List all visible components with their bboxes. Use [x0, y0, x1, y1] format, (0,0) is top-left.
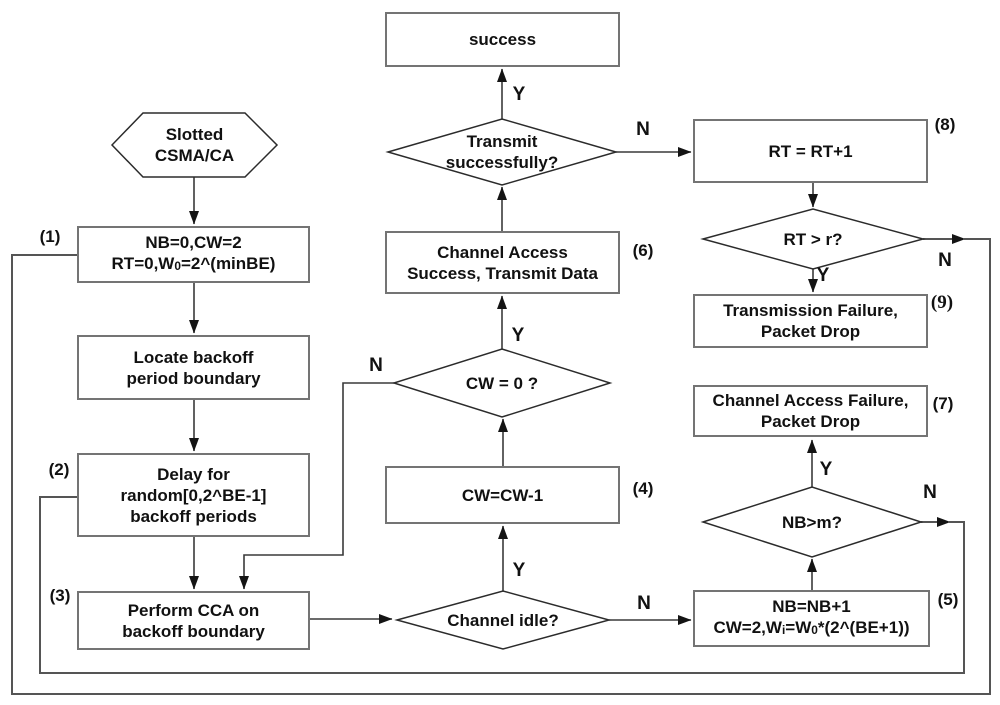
step-tag-3: (3) — [49, 586, 71, 605]
node-init: NB=0,CW=2 RT=0,W0=2^(minBE) — [77, 226, 310, 283]
node-perform-cca: Perform CCA on backoff boundary — [77, 591, 310, 650]
edge-rtq-no-loop-to-init — [11, 238, 991, 695]
node-delay-line2: random[0,2^BE-1] — [120, 485, 267, 505]
node-rt-increment: RT = RT+1 — [693, 119, 928, 183]
step-tag-9: (9) — [930, 292, 954, 313]
node-access-line2: Success, Transmit Data — [407, 263, 598, 283]
node-init-line1: NB=0,CW=2 — [145, 232, 242, 252]
step-tag-1: (1) — [39, 227, 61, 246]
node-backoff-increment: NB=NB+1 CW=2,Wi=W0*(2^(BE+1)) — [693, 590, 930, 647]
edge-cwzero-no-to-cca — [239, 382, 394, 590]
start-hexagon-shape — [110, 112, 279, 178]
step-tag-7: (7) — [932, 394, 954, 413]
node-transmission-failure: Transmission Failure, Packet Drop — [693, 294, 928, 348]
branch-idle-yes: Y — [512, 560, 526, 581]
branch-idle-no: N — [637, 593, 651, 614]
cwzero-diamond-shape — [391, 348, 613, 418]
node-delay-line3: backoff periods — [130, 506, 257, 526]
step-tag-6: (6) — [632, 241, 654, 260]
node-channel-access-failure: Channel Access Failure, Packet Drop — [693, 385, 928, 437]
step-tag-5: (5) — [937, 590, 959, 609]
step-tag-4: (4) — [632, 479, 654, 498]
branch-rt-yes: Y — [816, 265, 830, 286]
step-tag-2: (2) — [48, 460, 70, 479]
node-locate-backoff: Locate backoff period boundary — [77, 335, 310, 400]
node-delay-line1: Delay for — [157, 464, 230, 484]
node-locate-line1: Locate backoff — [133, 347, 254, 367]
node-cw-decrement: CW=CW-1 — [385, 466, 620, 524]
node-access-line1: Channel Access — [437, 242, 568, 262]
rtq-diamond-shape — [700, 208, 926, 270]
node-cwdec-label: CW=CW-1 — [461, 485, 544, 505]
branch-cw-no: N — [369, 355, 383, 376]
node-locate-line2: period boundary — [126, 368, 261, 388]
node-backoffinc-line2: CW=2,Wi=W0*(2^(BE+1)) — [713, 617, 910, 638]
node-cafail-line2: Packet Drop — [760, 412, 861, 431]
node-txfail-line2: Packet Drop — [760, 322, 861, 341]
node-cca-line2: backoff boundary — [122, 621, 265, 641]
node-cafail-line1: Channel Access Failure, — [712, 391, 909, 410]
branch-nb-no: N — [923, 482, 937, 503]
node-success-label: success — [468, 30, 537, 49]
edge-nbq-no-loop-to-delay — [39, 496, 965, 674]
node-cca-line1: Perform CCA on — [127, 600, 260, 620]
branch-transmit-yes: Y — [512, 84, 526, 105]
node-rtinc-label: RT = RT+1 — [768, 141, 853, 161]
transmit-diamond-shape — [385, 118, 619, 186]
branch-transmit-no: N — [636, 119, 650, 140]
branch-cw-yes: Y — [511, 325, 525, 346]
idle-diamond-shape — [394, 590, 612, 650]
node-backoffinc-line1: NB=NB+1 — [772, 596, 851, 616]
node-channel-access-success: Channel Access Success, Transmit Data — [385, 231, 620, 294]
step-tag-8: (8) — [934, 115, 956, 134]
branch-rt-no: N — [938, 250, 952, 271]
nbq-diamond-shape — [700, 486, 924, 558]
node-success: success — [385, 12, 620, 67]
node-txfail-line1: Transmission Failure, — [723, 301, 898, 320]
node-init-line2: RT=0,W0=2^(minBE) — [111, 253, 276, 274]
node-delay: Delay for random[0,2^BE-1] backoff perio… — [77, 453, 310, 537]
branch-nb-yes: Y — [819, 459, 833, 480]
